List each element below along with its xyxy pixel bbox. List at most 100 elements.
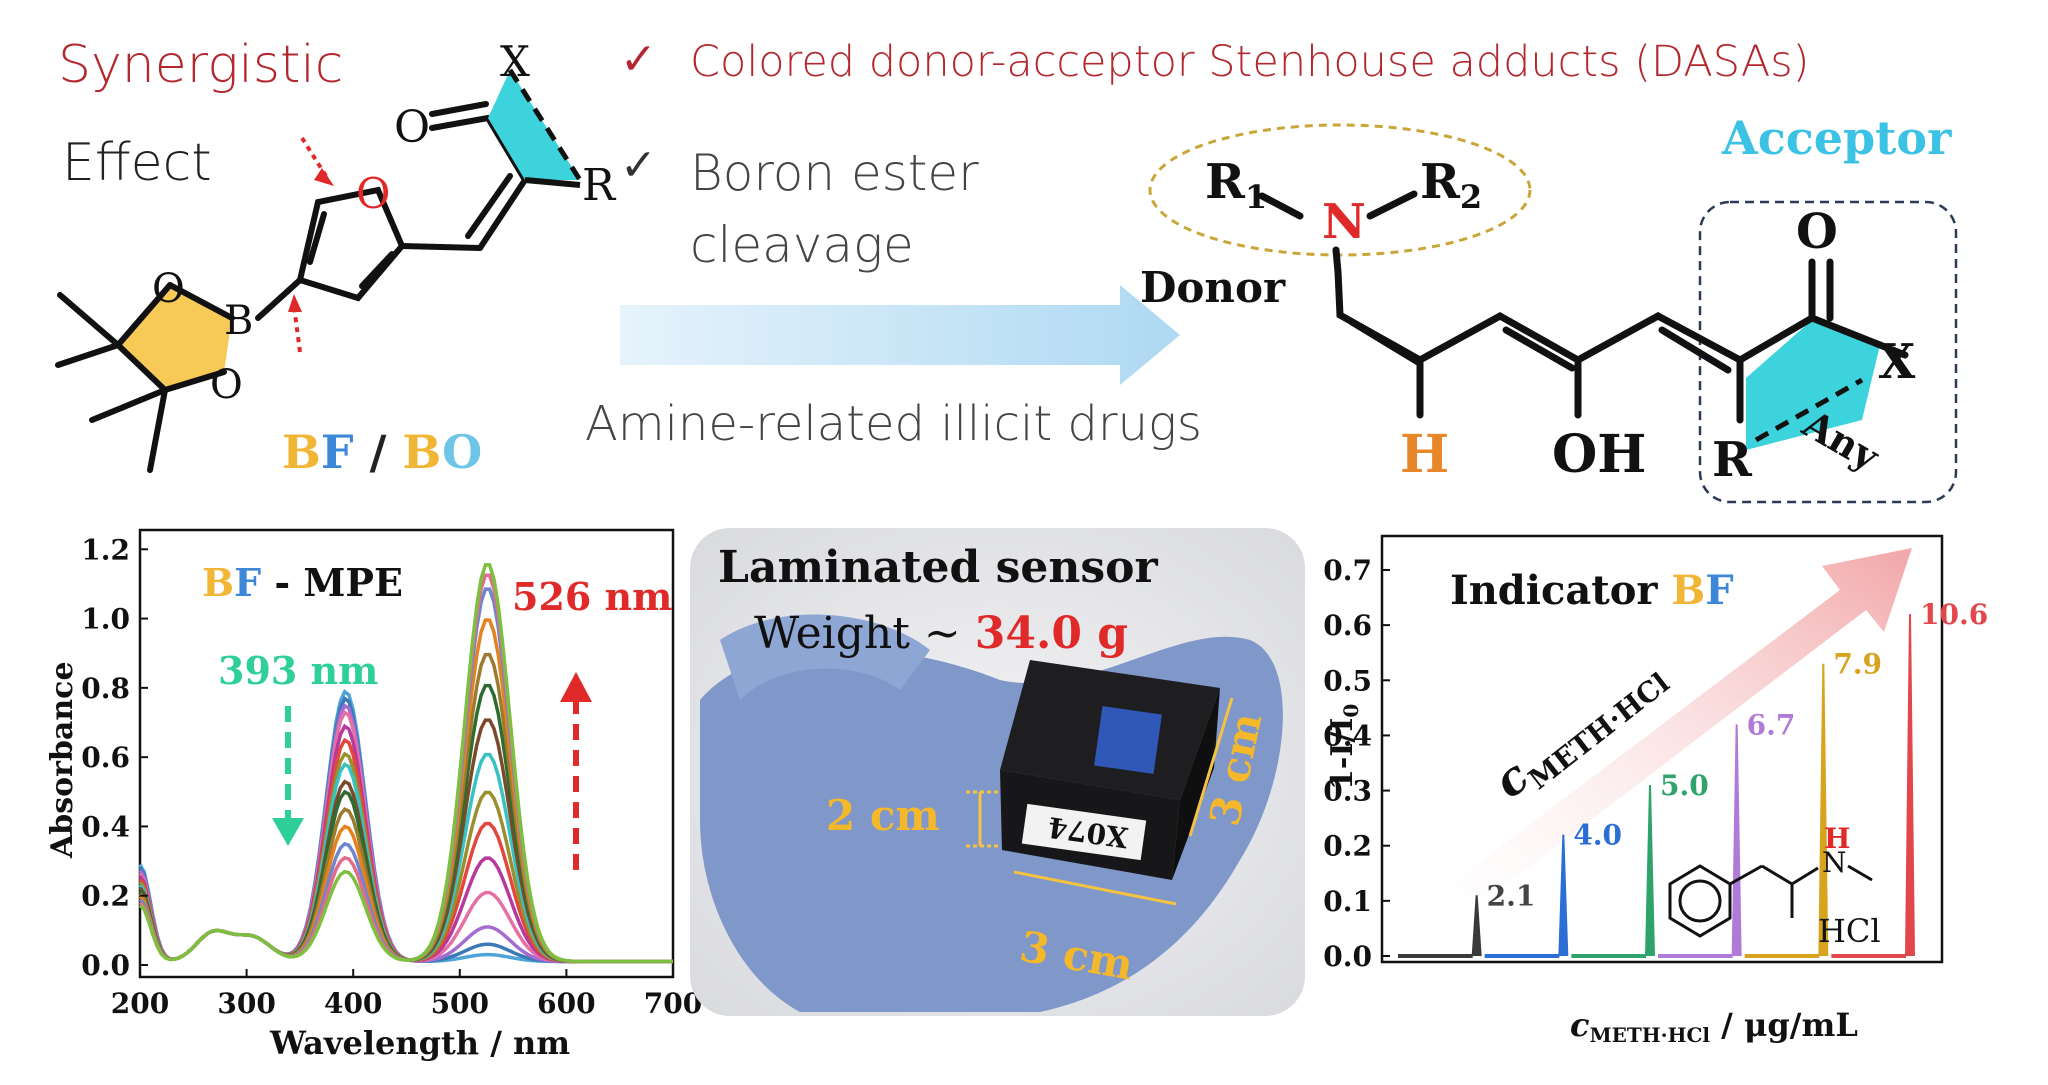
dasa-skeleton [1258, 190, 1909, 424]
bar-ylabel: 1-I/I0 [1325, 704, 1363, 790]
spectrum-x-tick-label: 600 [537, 987, 595, 1020]
dim-height: 2 cm [826, 791, 940, 840]
spectrum-series-line [138, 688, 673, 964]
bar-peak [1471, 895, 1482, 957]
spectrum-x-ticks: 200 300 400 500 600 700 [111, 969, 702, 1020]
spectrum-series-line [138, 709, 673, 964]
peak-526-arrow-head [560, 672, 592, 702]
bar-y-tick-label: 0.3 [1323, 775, 1372, 808]
bar-peak [1645, 785, 1655, 957]
bar-value-label: 10.6 [1920, 598, 1988, 631]
sensor-weight: Weight ~ 34.0 g [754, 608, 1128, 659]
bar-xlabel: cMETH·HCl / μg/mL [1570, 1006, 1858, 1047]
spectrum-plot-frame [138, 528, 675, 979]
spectrum-series-line [138, 573, 673, 964]
atom-b: B [224, 298, 253, 344]
bar-y-tick-label: 0.0 [1323, 940, 1372, 973]
meth-hcl: HCl [1818, 912, 1881, 950]
spectrum-y-ticks: 0.00.20.40.60.81.01.2 [81, 533, 148, 982]
meth-structure [1668, 864, 1873, 938]
reaction-arrow-caption: Amine-related illicit drugs [585, 396, 1202, 452]
svg-text:BF / BO: BF / BO [282, 425, 482, 479]
donor-ellipse [1148, 123, 1532, 257]
bar-peak [1558, 834, 1569, 957]
bar-y-tick-label: 0.6 [1323, 609, 1372, 642]
boronate-ring-fill [118, 285, 232, 390]
spectrum-series-line [138, 587, 673, 964]
spectrum-series-line [138, 702, 673, 964]
spectrum-series-line [138, 695, 673, 964]
sensor-title: Laminated sensor [718, 542, 1158, 593]
spectrum-series-line [138, 683, 673, 964]
acceptor-fill-left [488, 70, 580, 180]
atom-x-left: X [500, 37, 530, 86]
spectrum-x-tick-label: 700 [644, 987, 702, 1020]
spectrum-x-tick-label: 200 [111, 987, 169, 1020]
atom-o-upper: O [152, 266, 185, 312]
acceptor-fill-right [1746, 320, 1880, 450]
spectrum-series-line [138, 718, 673, 964]
dimension-lines [966, 697, 1234, 906]
spectrum-xlabel: Wavelength / nm [269, 1024, 570, 1062]
spectrum-series-group [138, 563, 673, 964]
bar-peak [1731, 724, 1742, 957]
bar-y-tick-label: 0.2 [1323, 830, 1372, 863]
arrow-head-upper [314, 168, 334, 186]
atom-o-lower: O [210, 362, 243, 408]
meth-h: H [1824, 822, 1850, 855]
spectrum-y-tick-label: 0.2 [81, 880, 130, 913]
spectrum-series-line [138, 652, 673, 964]
r-label-right: R [1712, 432, 1753, 488]
spectrum-x-tick-label: 300 [217, 987, 275, 1020]
spectrum-y-tick-label: 1.0 [81, 603, 130, 636]
x-label-right: X [1878, 334, 1916, 390]
h-label: H [1400, 424, 1449, 485]
spectrum-y-tick-label: 0.4 [81, 810, 130, 843]
arrow-head-lower [288, 294, 302, 312]
bar-peak [1905, 614, 1915, 957]
bar-value-label: 4.0 [1573, 819, 1622, 852]
atom-r-left: R [582, 160, 617, 211]
r2-label: R2 [1420, 154, 1482, 216]
n-label: N [1322, 194, 1366, 250]
bar-series-group: 2.14.05.06.77.910.6 [1398, 598, 1988, 958]
spectrum-series-line [138, 723, 673, 964]
bf-bo-label: BF / BO [282, 425, 482, 479]
bar-y-tick-label: 0.1 [1323, 885, 1372, 918]
trend-arrow [1430, 548, 1912, 920]
peak-526-label: 526 nm [512, 574, 672, 619]
bar-y-tick-label: 0.4 [1323, 719, 1372, 752]
spectrum-title: BF - MPE [202, 560, 403, 605]
oh-label: OH [1552, 424, 1646, 485]
atom-o-carbonyl-left: O [394, 102, 430, 153]
bar-y-ticks: 0.00.10.20.30.40.50.60.7 [1323, 554, 1390, 973]
bar-value-label: 7.9 [1833, 648, 1882, 681]
bar-value-label: 6.7 [1747, 708, 1796, 741]
sensor-chip [1094, 706, 1162, 774]
reaction-arrow [620, 285, 1180, 385]
effect-title: Effect [62, 133, 212, 193]
spectrum-y-tick-label: 1.2 [81, 533, 130, 566]
acceptor-dash-right [1754, 377, 1864, 443]
o-label-right: O [1796, 204, 1838, 260]
check-2-line2: cleavage [690, 216, 914, 274]
check-1-icon: ✓ [620, 34, 657, 85]
check-1-text: Colored donor-acceptor Stenhouse adducts… [690, 37, 1809, 87]
atom-o-furan: O [356, 169, 390, 218]
spectrum-x-tick-label: 400 [324, 987, 382, 1020]
spectrum-series-line [138, 563, 673, 964]
spectrum-x-tick-label: 500 [431, 987, 489, 1020]
check-2-icon: ✓ [620, 140, 657, 191]
bar-value-label: 5.0 [1660, 769, 1709, 802]
attack-arrows [292, 136, 328, 353]
peak-393-arrow-head [272, 818, 304, 846]
meth-n: N [1822, 846, 1847, 879]
check-2-line1: Boron ester [690, 144, 979, 202]
spectrum-y-tick-label: 0.8 [81, 672, 130, 705]
sensor-photo: X074 2 cm 3 cm 3 cm Laminated sensor Wei… [690, 528, 1305, 1016]
donor-label: Donor [1140, 263, 1286, 312]
bar-y-tick-label: 0.5 [1323, 664, 1372, 697]
